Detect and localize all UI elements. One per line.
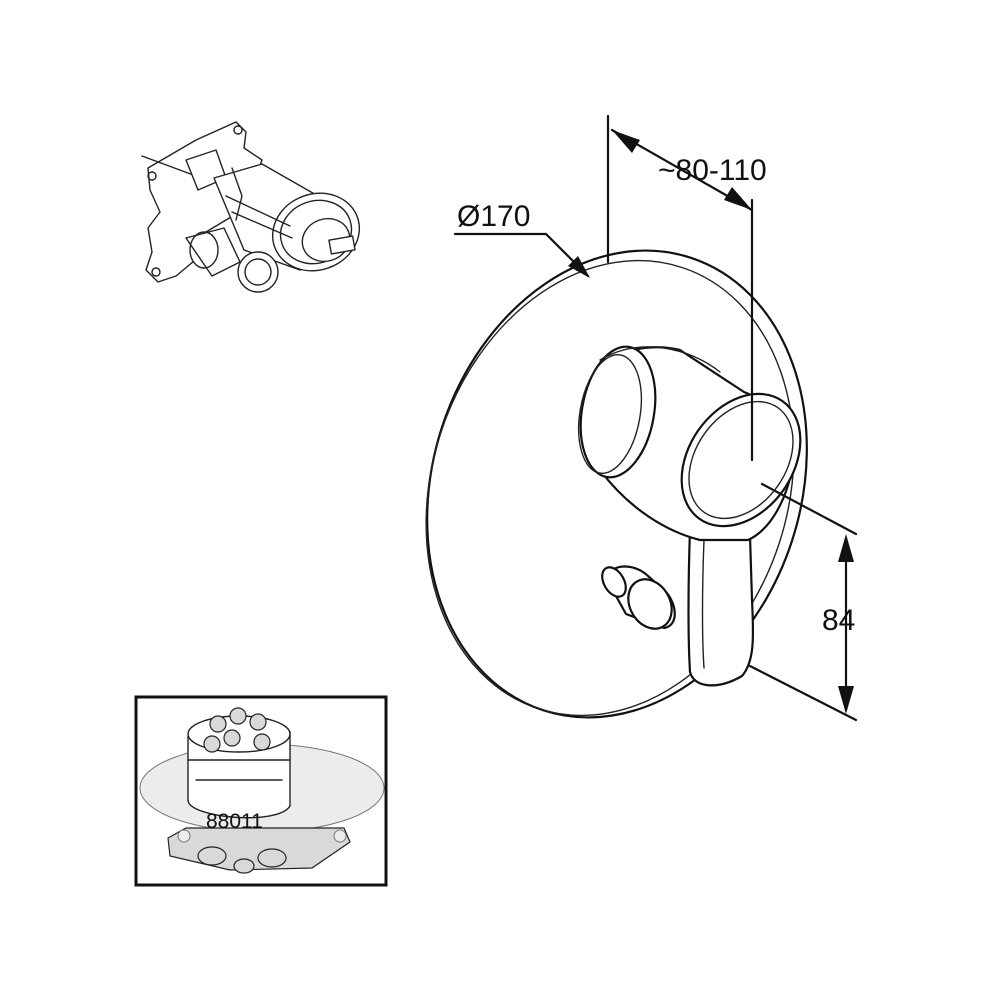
lever-height-label: 84 (822, 604, 855, 637)
inset-box (134, 695, 388, 887)
rough-in-valve-illustration (141, 121, 361, 293)
mixer-escutcheon-illustration (425, 249, 808, 719)
depth-range-label: ~80-110 (658, 154, 767, 187)
dimension-lines (453, 114, 858, 722)
part-number-label: 88011 (206, 810, 263, 833)
diameter-label: Ø170 (457, 200, 530, 233)
